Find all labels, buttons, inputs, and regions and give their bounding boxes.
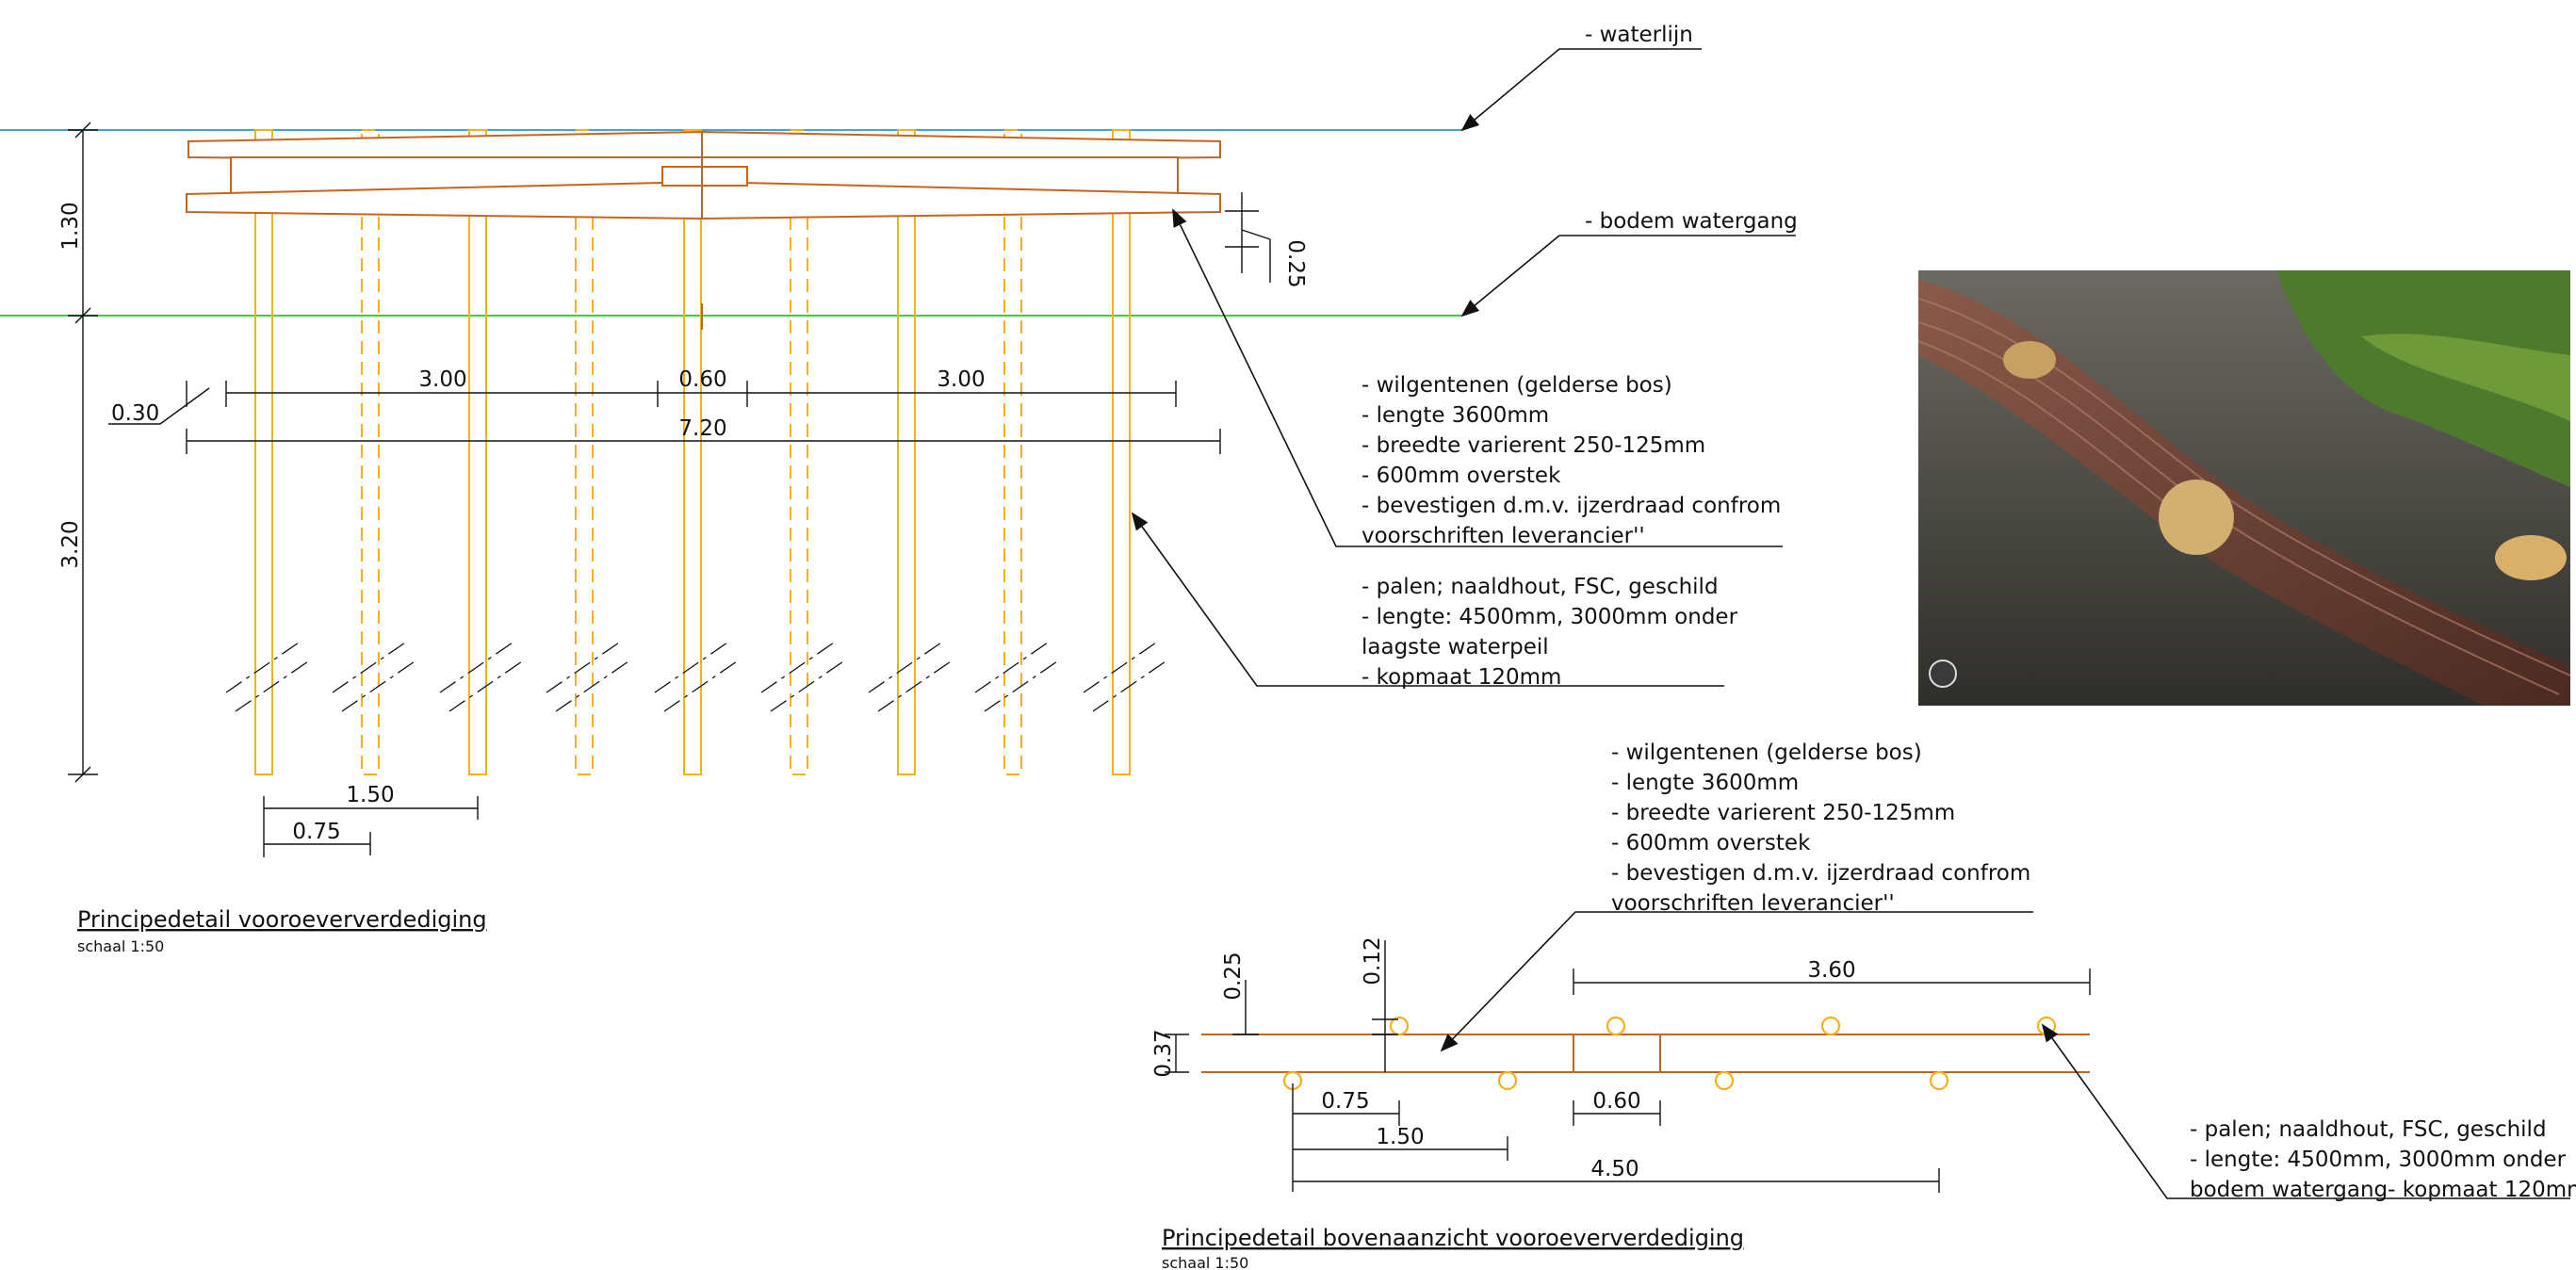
break-mark bbox=[770, 659, 847, 712]
dim-total-length: 7.20 bbox=[678, 416, 726, 441]
top-view-title: Principedetail bovenaanzicht vooroeverve… bbox=[1162, 1225, 1744, 1251]
svg-text:- 600mm overstek: - 600mm overstek bbox=[1361, 464, 1561, 488]
break-mark bbox=[555, 659, 632, 712]
note-willow: - wilgentenen (gelderse bos) - lengte 36… bbox=[1361, 373, 1781, 548]
svg-text:bodem watergang- kopmaat 120mm: bodem watergang- kopmaat 120mm bbox=[2190, 1178, 2576, 1202]
pole-back bbox=[1003, 129, 1022, 775]
label-bed: - bodem watergang bbox=[1585, 209, 1798, 234]
break-mark bbox=[868, 640, 945, 693]
top-view-bundles bbox=[1201, 1034, 2090, 1073]
break-mark bbox=[235, 659, 312, 712]
top-pole bbox=[1820, 1016, 1841, 1036]
dim-gap: 0.60 bbox=[678, 367, 726, 392]
svg-text:- bevestigen d.m.v. ijzerdraad: - bevestigen d.m.v. ijzerdraad confrom bbox=[1611, 861, 2030, 886]
dim-band: 0.37 bbox=[1151, 1029, 1176, 1077]
dim-pole-below: 3.20 bbox=[58, 520, 83, 568]
svg-text:- kopmaat 120mm: - kopmaat 120mm bbox=[1361, 665, 1561, 690]
break-mark bbox=[1092, 659, 1169, 712]
break-mark bbox=[663, 659, 741, 712]
willow-bundle-photo bbox=[1918, 270, 2570, 706]
break-mark bbox=[439, 640, 516, 693]
top-pole bbox=[1606, 1016, 1626, 1036]
break-mark bbox=[332, 640, 409, 693]
dim-pole-spacing: 1.50 bbox=[346, 783, 394, 807]
leaders bbox=[1131, 48, 1796, 687]
willow-bundles bbox=[186, 130, 1221, 330]
dim-joint: 0.60 bbox=[1592, 1089, 1640, 1114]
break-mark bbox=[225, 640, 302, 693]
svg-text:voorschriften leverancier'': voorschriften leverancier'' bbox=[1611, 891, 1895, 916]
dim-bundle-thickness: 0.25 bbox=[1283, 239, 1308, 287]
dim-bundle-length: 3.60 bbox=[1807, 958, 1855, 983]
top-view-poles bbox=[1282, 1016, 2057, 1091]
dim-width-025: 0.25 bbox=[1221, 952, 1246, 1000]
pole-back bbox=[361, 129, 380, 775]
svg-text:- wilgentenen (gelderse bos): - wilgentenen (gelderse bos) bbox=[1611, 741, 1922, 765]
top-view-dimensions bbox=[1165, 940, 2091, 1193]
pole-front bbox=[468, 129, 487, 775]
svg-text:- bevestigen d.m.v. ijzerdraad: - bevestigen d.m.v. ijzerdraad confrom bbox=[1361, 494, 1781, 518]
dim-overhang: 0.30 bbox=[111, 401, 159, 426]
break-mark bbox=[760, 640, 838, 693]
dim-span-right: 3.00 bbox=[937, 367, 985, 392]
svg-text:- palen; naaldhout, FSC, gesch: - palen; naaldhout, FSC, geschild bbox=[1361, 575, 1719, 599]
note-poles-top: - palen; naaldhout, FSC, geschild - leng… bbox=[2190, 1117, 2576, 1202]
pole-front bbox=[897, 129, 916, 775]
svg-text:- breedte varierent 250-125mm: - breedte varierent 250-125mm bbox=[1361, 433, 1705, 458]
willow-joint bbox=[661, 166, 748, 187]
pole-back bbox=[575, 129, 594, 775]
break-mark bbox=[448, 659, 526, 712]
vertical-dimensions bbox=[68, 122, 98, 783]
top-view: 0.25 0.12 0.37 3.60 0.75 0.60 1.50 4.50 … bbox=[1151, 741, 2576, 1270]
pole-group bbox=[254, 129, 1131, 775]
break-mark bbox=[984, 659, 1061, 712]
svg-text:laagste waterpeil: laagste waterpeil bbox=[1361, 635, 1549, 659]
break-marks bbox=[225, 640, 1169, 712]
dim-half-spacing: 0.75 bbox=[292, 820, 340, 844]
break-mark bbox=[341, 659, 418, 712]
svg-text:- palen; naaldhout, FSC, gesch: - palen; naaldhout, FSC, geschild bbox=[2190, 1117, 2547, 1142]
svg-text:- lengte: 4500mm, 3000mm onder: - lengte: 4500mm, 3000mm onder bbox=[1361, 605, 1738, 629]
note-willow-top: - wilgentenen (gelderse bos) - lengte 36… bbox=[1611, 741, 2030, 916]
svg-text:- lengte: 4500mm, 3000mm onder: - lengte: 4500mm, 3000mm onder bbox=[2190, 1148, 2567, 1172]
dim-pole-dia: 0.12 bbox=[1361, 936, 1385, 985]
side-view-title: Principedetail vooroeververdediging bbox=[77, 906, 487, 933]
svg-text:- wilgentenen (gelderse bos): - wilgentenen (gelderse bos) bbox=[1361, 373, 1672, 398]
svg-text:- lengte 3600mm: - lengte 3600mm bbox=[1361, 403, 1549, 428]
svg-text:- lengte 3600mm: - lengte 3600mm bbox=[1611, 771, 1799, 795]
pole-front bbox=[683, 129, 702, 775]
break-mark bbox=[654, 640, 731, 693]
side-view-scale: schaal 1:50 bbox=[77, 937, 164, 955]
break-mark bbox=[1083, 640, 1160, 693]
pole-front bbox=[1112, 129, 1131, 775]
dim-span-left: 3.00 bbox=[418, 367, 466, 392]
svg-text:- 600mm overstek: - 600mm overstek bbox=[1611, 831, 1811, 855]
side-view: 1.30 3.20 0.25 bbox=[0, 23, 1798, 955]
note-poles: - palen; naaldhout, FSC, geschild - leng… bbox=[1361, 575, 1738, 690]
svg-text:- breedte varierent 250-125mm: - breedte varierent 250-125mm bbox=[1611, 801, 1955, 825]
label-waterline: - waterlijn bbox=[1585, 23, 1693, 47]
top-pole bbox=[1497, 1070, 1518, 1091]
break-mark bbox=[974, 640, 1052, 693]
top-view-scale: schaal 1:50 bbox=[1162, 1254, 1248, 1270]
top-pole bbox=[2036, 1016, 2057, 1036]
dim-bundle-thickness-lines bbox=[1225, 192, 1271, 283]
dim-water-depth: 1.30 bbox=[58, 202, 83, 250]
top-view-leaders bbox=[1440, 911, 2570, 1199]
pole-front bbox=[254, 129, 273, 775]
dim-top-spacing: 1.50 bbox=[1376, 1125, 1424, 1149]
break-mark bbox=[546, 640, 623, 693]
horizontal-dimensions bbox=[108, 381, 1221, 857]
dim-top-half-spacing: 0.75 bbox=[1321, 1089, 1369, 1114]
top-pole bbox=[1389, 1016, 1410, 1036]
svg-text:voorschriften leverancier'': voorschriften leverancier'' bbox=[1361, 524, 1645, 548]
break-mark bbox=[877, 659, 954, 712]
top-pole bbox=[1714, 1070, 1735, 1091]
pole-back bbox=[790, 129, 808, 775]
dim-pole-length: 4.50 bbox=[1590, 1157, 1639, 1181]
top-pole bbox=[1929, 1070, 1949, 1091]
